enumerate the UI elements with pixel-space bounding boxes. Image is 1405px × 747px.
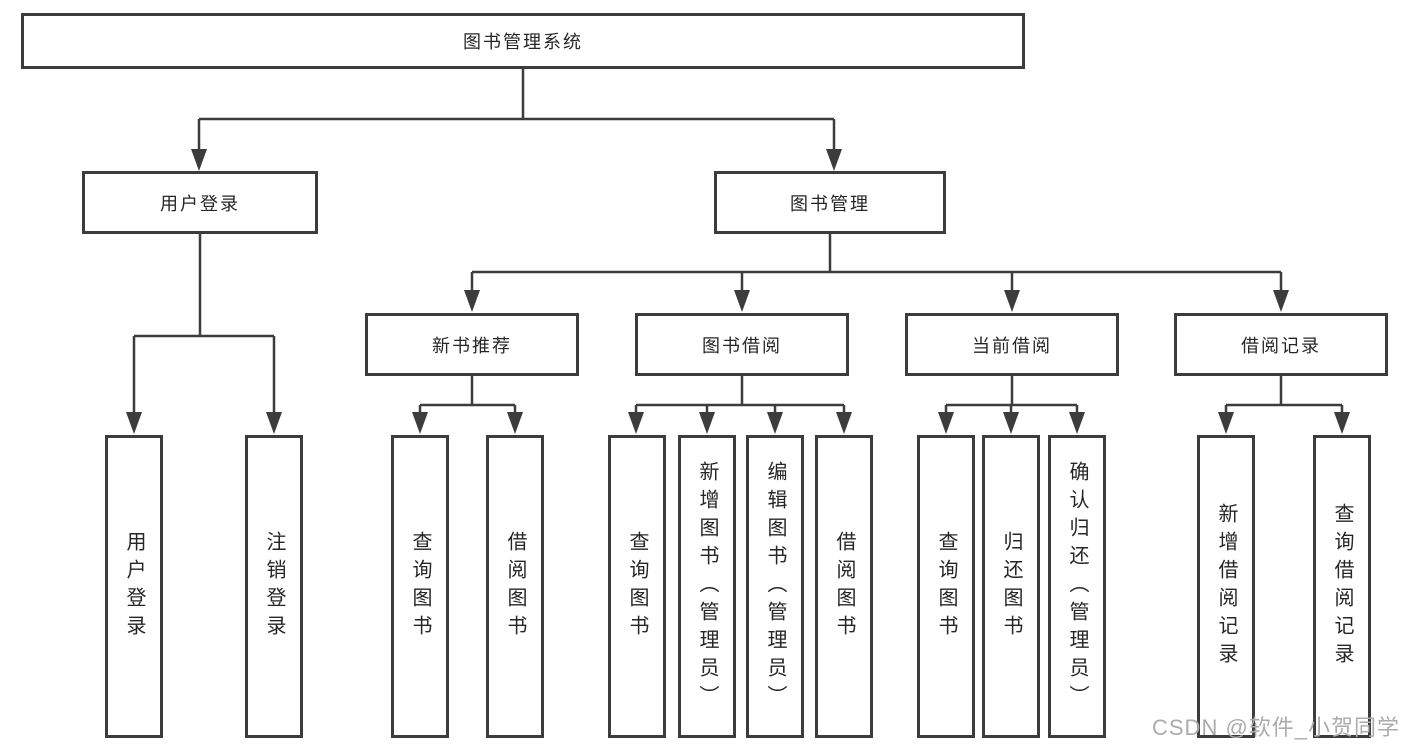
leaf-label: 归还图书 — [1000, 530, 1022, 643]
leaf-logout: 注销登录 — [245, 435, 303, 738]
node-book-management: 图书管理 — [714, 171, 946, 234]
leaf-add-borrow-record: 新增借阅记录 — [1197, 435, 1255, 738]
leaf-label: 查询图书 — [935, 530, 957, 643]
node-root-system: 图书管理系统 — [21, 13, 1025, 69]
leaf-label: 借阅图书 — [833, 530, 855, 643]
leaf-label: 查询图书 — [409, 530, 431, 643]
csdn-watermark: CSDN @软件_小贺同学 — [1152, 715, 1401, 740]
leaf-edit-books-admin: 编辑图书（管理员） — [746, 435, 804, 738]
leaf-label: 新增借阅记录 — [1215, 502, 1237, 671]
leaf-query-books-borrow: 查询图书 — [608, 435, 666, 738]
leaf-confirm-return-admin: 确认归还（管理员） — [1048, 435, 1106, 738]
leaf-label: 新增图书（管理员） — [696, 460, 718, 713]
leaf-label: 查询借阅记录 — [1331, 502, 1353, 671]
node-borrow-records: 借阅记录 — [1174, 313, 1388, 376]
leaf-label: 用户登录 — [123, 530, 145, 643]
leaf-borrow-books-recommend: 借阅图书 — [486, 435, 544, 738]
leaf-query-books-recommend: 查询图书 — [391, 435, 449, 738]
leaf-label: 注销登录 — [263, 530, 285, 643]
leaf-label: 借阅图书 — [504, 530, 526, 643]
leaf-query-borrow-record: 查询借阅记录 — [1313, 435, 1371, 738]
leaf-add-books-admin: 新增图书（管理员） — [678, 435, 736, 738]
node-new-book-recommend: 新书推荐 — [365, 313, 579, 376]
leaf-label: 查询图书 — [626, 530, 648, 643]
leaf-user-login: 用户登录 — [105, 435, 163, 738]
leaf-return-books: 归还图书 — [982, 435, 1040, 738]
leaf-label: 编辑图书（管理员） — [764, 460, 786, 713]
leaf-label: 确认归还（管理员） — [1066, 460, 1088, 713]
arrowheads — [126, 149, 1350, 434]
node-current-borrow: 当前借阅 — [905, 313, 1119, 376]
node-book-borrow: 图书借阅 — [635, 313, 849, 376]
leaf-query-books-current: 查询图书 — [917, 435, 975, 738]
node-user-login: 用户登录 — [82, 171, 318, 234]
leaf-borrow-books: 借阅图书 — [815, 435, 873, 738]
